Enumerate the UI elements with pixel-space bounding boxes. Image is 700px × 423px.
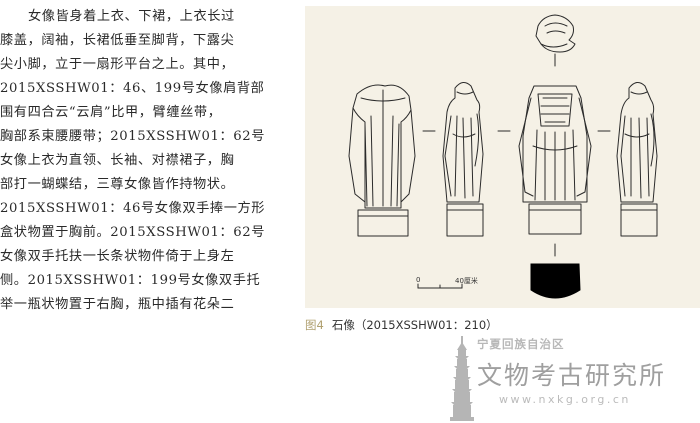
pagoda-logo-icon — [450, 336, 474, 421]
text-line-11: 女像双手托扶一长条状物件倚于上身左 — [0, 249, 235, 264]
statue-back-view — [348, 84, 416, 237]
text-line-9: 2015XSSHW01：46号女像双手捧一方形 — [0, 201, 266, 216]
watermark-url: www.nxkg.org.cn — [499, 393, 631, 406]
scale-end-label: 40厘米 — [455, 277, 478, 285]
text-line-1: 女像皆身着上衣、下裙，上衣长过 — [28, 9, 235, 24]
text-line-12: 侧。2015XSSHW01：199号女像双手托 — [0, 273, 261, 288]
scale-bar — [417, 283, 463, 289]
statue-top-view — [535, 14, 576, 53]
text-line-8: 部打一蝴蝶结，三尊女像皆作持物状。 — [0, 177, 235, 192]
statue-side-view-left — [442, 82, 484, 237]
text-line-13: 举一瓶状物置于右胸，瓶中插有花朵二 — [0, 297, 235, 312]
institute-watermark: 宁夏回族自治区 文物考古研究所 www.nxkg.org.cn — [447, 334, 700, 423]
text-line-10: 盒状物置于胸前。2015XSSHW01：62号 — [0, 225, 266, 240]
text-line-3: 尖小脚，立于一扇形平台之上。其中， — [0, 57, 235, 72]
scale-zero-label: 0 — [416, 276, 421, 284]
text-line-7: 女像上衣为直领、长袖、对襟裙子，胸 — [0, 153, 235, 168]
figure-panel: 0 40厘米 — [305, 6, 700, 308]
statue-line-drawing — [348, 14, 658, 299]
watermark-org-small: 宁夏回族自治区 — [477, 337, 565, 351]
text-line-2: 膝盖，阔袖，长裙低垂至脚背，下露尖 — [0, 33, 235, 48]
statue-side-view-right — [616, 82, 658, 237]
figure-caption: 图4 石像（2015XSSHW01：210） — [305, 316, 498, 334]
text-line-4: 2015XSSHW01：46、199号女像肩背部 — [0, 81, 265, 96]
statue-base-section — [530, 263, 581, 299]
figure-number: 图4 — [305, 318, 324, 332]
text-line-6: 胸部系束腰腰带；2015XSSHW01：62号 — [0, 129, 266, 144]
watermark-org-large: 文物考古研究所 — [477, 361, 667, 390]
statue-front-view — [518, 85, 592, 235]
figure-caption-text: 石像（2015XSSHW01：210） — [331, 318, 498, 332]
text-line-5: 围有四合云“云肩”比甲，臂缠丝带， — [0, 105, 222, 120]
